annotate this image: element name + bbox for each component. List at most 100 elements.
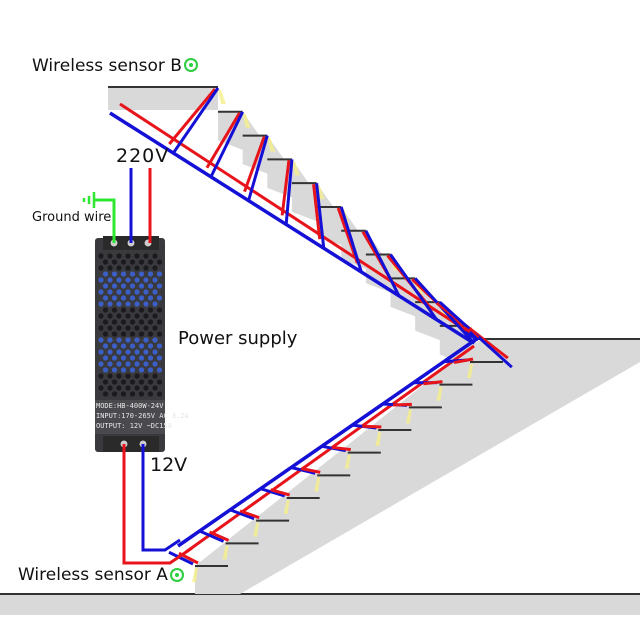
psu-vent-hole xyxy=(125,349,131,355)
psu-vent-hole xyxy=(147,343,154,349)
psu-vent-hole xyxy=(111,283,118,289)
psu-vent-hole xyxy=(156,331,163,337)
psu-vent-hole xyxy=(120,307,127,313)
psu-vent-hole xyxy=(143,301,149,307)
psu-vent-hole xyxy=(98,265,104,271)
psu-vent-hole xyxy=(111,331,118,337)
psu-vent-hole xyxy=(143,361,149,367)
psu-vent-hole xyxy=(107,325,113,331)
lower-live-branch xyxy=(239,509,260,520)
psu-vent-hole xyxy=(98,289,104,295)
psu-vent-hole xyxy=(143,277,149,283)
psu-vent-hole xyxy=(107,265,113,271)
psu-vent-hole xyxy=(111,319,118,325)
upper-live-branch xyxy=(280,160,291,216)
psu-vent-hole xyxy=(98,385,104,391)
psu-vent-hole xyxy=(111,355,118,361)
psu-vent-hole xyxy=(134,325,140,331)
psu-output-text: OUTPUT: 12V ~DC15A xyxy=(96,422,172,430)
psu-vent-hole xyxy=(129,379,136,385)
psu-vent-hole xyxy=(156,391,163,397)
psu-vent-hole xyxy=(152,301,158,307)
psu-vent-hole xyxy=(156,271,163,277)
psu-vent-hole xyxy=(120,295,127,301)
psu-vent-hole xyxy=(134,313,140,319)
psu-vent-hole xyxy=(147,283,154,289)
psu-vent-hole xyxy=(116,385,122,391)
psu-vent-hole xyxy=(129,307,136,313)
psu-vent-hole xyxy=(102,307,109,313)
psu-vent-hole xyxy=(116,361,122,367)
upper-neutral-branch xyxy=(209,111,244,178)
psu-vent-hole xyxy=(134,265,140,271)
psu-vent-hole xyxy=(134,253,140,259)
psu-vent-hole xyxy=(129,343,136,349)
lower-led-light xyxy=(253,522,260,537)
psu-vent-hole xyxy=(125,385,131,391)
psu-vent-hole xyxy=(138,295,145,301)
psu-vent-hole xyxy=(156,283,163,289)
junction-live-branch xyxy=(468,327,480,339)
psu-vent-hole xyxy=(143,385,149,391)
psu-vent-hole xyxy=(107,385,113,391)
psu-vent-hole xyxy=(152,325,158,331)
psu-vent-hole xyxy=(120,331,127,337)
lower-led-light xyxy=(467,364,473,378)
psu-vent-hole xyxy=(147,331,154,337)
psu-vent-hole xyxy=(134,361,140,367)
psu-vent-hole xyxy=(156,343,163,349)
psu-vent-hole xyxy=(134,373,140,379)
psu-vent-hole xyxy=(111,307,118,313)
input-voltage-label: 220V xyxy=(116,145,170,167)
psu-vent-hole xyxy=(147,367,154,373)
top-landing xyxy=(108,88,218,110)
psu-vent-hole xyxy=(152,385,158,391)
psu-vent-hole xyxy=(129,367,136,373)
psu-vent-hole xyxy=(143,289,149,295)
psu-vent-hole xyxy=(120,391,127,397)
power-supply-label: Power supply xyxy=(178,328,298,349)
psu-vent-hole xyxy=(129,259,136,265)
psu-vent-hole xyxy=(134,385,140,391)
psu-vent-hole xyxy=(129,355,136,361)
lower-live-branch xyxy=(331,445,351,452)
psu-vent-hole xyxy=(138,331,145,337)
lower-live-branch xyxy=(300,467,321,474)
psu-vent-hole xyxy=(156,319,163,325)
psu-vent-hole xyxy=(134,301,140,307)
psu-vent-hole xyxy=(98,373,104,379)
psu-vent-hole xyxy=(111,343,118,349)
lower-led-light xyxy=(192,568,198,582)
psu-vent-hole xyxy=(116,313,122,319)
psu-vent-hole xyxy=(116,289,122,295)
psu-vent-hole xyxy=(116,301,122,307)
psu-vent-hole xyxy=(152,265,158,271)
psu-vent-hole xyxy=(116,337,122,343)
upper-neutral-branch xyxy=(364,230,401,297)
upper-neutral-branch xyxy=(339,206,363,273)
psu-vent-hole xyxy=(143,253,149,259)
psu-vent-hole xyxy=(120,283,127,289)
upper-led-light xyxy=(267,137,276,152)
lower-flight xyxy=(192,340,640,594)
psu-vent-hole xyxy=(102,343,109,349)
psu-vent-hole xyxy=(107,337,113,343)
psu-vent-hole xyxy=(98,337,104,343)
psu-vent-hole xyxy=(107,349,113,355)
psu-vent-hole xyxy=(98,277,104,283)
psu-vent-hole xyxy=(152,289,158,295)
upper-neutral-branch xyxy=(389,253,438,321)
psu-vent-hole xyxy=(152,349,158,355)
psu-vent-hole xyxy=(125,373,131,379)
psu-vent-hole xyxy=(152,313,158,319)
psu-vent-hole xyxy=(116,373,122,379)
psu-vent-hole xyxy=(156,307,163,313)
psu-vent-hole xyxy=(120,355,127,361)
psu-vent-hole xyxy=(98,325,104,331)
psu-vent-hole xyxy=(156,379,163,385)
psu-vent-hole xyxy=(120,259,127,265)
psu-vent-hole xyxy=(147,379,154,385)
psu-vent-hole xyxy=(138,343,145,349)
lower-led-light xyxy=(222,545,229,560)
